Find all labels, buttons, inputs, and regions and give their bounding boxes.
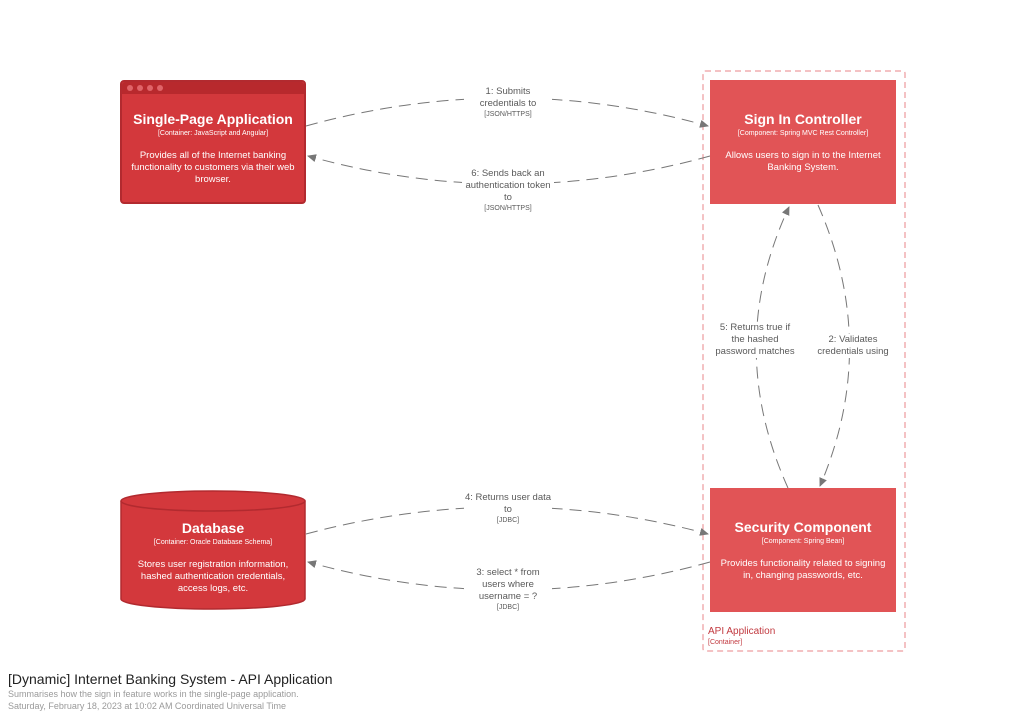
boundary-name: API Application [708, 626, 776, 637]
element-description: Provides functionality related to signin… [720, 557, 886, 581]
relationship-text: 2: Validates credentials using [817, 334, 889, 357]
relationship-technology: [JSON/HTTPS] [484, 111, 532, 118]
element-technology: [Container: Oracle Database Schema] [153, 538, 273, 546]
element-description: Provides all of the Internet banking fun… [131, 149, 295, 185]
element-name: Sign In Controller [744, 110, 862, 127]
diagram-footer: [Dynamic] Internet Banking System - API … [8, 671, 333, 712]
relationship-text: 1: Submits credentials to [479, 86, 537, 109]
window-dot-icon [147, 85, 153, 91]
diagram-description: Summarises how the sign in feature works… [8, 689, 299, 699]
element-name: Database [181, 519, 245, 536]
relationship-text: 6: Sends back an authentication token to [465, 168, 551, 203]
element-description: Allows users to sign in to the Internet … [725, 149, 881, 173]
relationship-text: 3: select * from users where username = … [476, 567, 540, 602]
element-technology: [Container: JavaScript and Angular] [157, 129, 269, 137]
window-dot-icon [137, 85, 143, 91]
arrow-r5 [755, 206, 790, 489]
relationship-label-r3: 3: select * from users where username = … [464, 567, 552, 612]
window-dot-icon [157, 85, 163, 91]
arrow-r6 [307, 154, 711, 185]
browser-window-bar [122, 82, 304, 94]
relationship-technology: [JDBC] [496, 517, 520, 524]
relationship-label-r2: 2: Validates credentials using [810, 334, 896, 358]
arrow-r2 [817, 204, 850, 487]
element-technology: [Component: Spring MVC Rest Controller] [737, 129, 869, 137]
boundary-label: API Application [Container] [708, 626, 775, 647]
element-name: Single-Page Application [133, 110, 293, 127]
relationship-label-r5: 5: Returns true if the hashed password m… [712, 322, 798, 358]
relationship-technology: [JSON/HTTPS] [484, 205, 532, 212]
database-container: Database [Container: Oracle Database Sch… [120, 490, 306, 610]
boundary-type: [Container] [708, 639, 743, 646]
arrow-r1 [305, 97, 709, 128]
relationship-label-r6: 6: Sends back an authentication token to… [462, 168, 554, 213]
element-name: Security Component [734, 518, 872, 535]
element-technology: [Component: Spring Bean] [761, 537, 845, 545]
window-dot-icon [127, 85, 133, 91]
relationship-text: 4: Returns user data to [464, 492, 552, 515]
relationship-technology: [JDBC] [496, 604, 520, 611]
database-cylinder-icon [120, 490, 306, 610]
relationship-label-r1: 1: Submits credentials to [JSON/HTTPS] [464, 86, 552, 119]
single-page-application-container: Single-Page Application [Container: Java… [120, 80, 306, 204]
arrow-r3 [307, 560, 711, 591]
sign-in-controller-component: Sign In Controller [Component: Spring MV… [710, 80, 896, 204]
element-description: Stores user registration information, ha… [137, 558, 289, 594]
relationship-label-r4: 4: Returns user data to [JDBC] [464, 492, 552, 525]
diagram-timestamp: Saturday, February 18, 2023 at 10:02 AM … [8, 701, 286, 711]
security-component: Security Component [Component: Spring Be… [710, 488, 896, 612]
arrow-r4 [305, 506, 709, 536]
diagram-title: [Dynamic] Internet Banking System - API … [8, 671, 333, 687]
relationship-text: 5: Returns true if the hashed password m… [715, 322, 795, 357]
